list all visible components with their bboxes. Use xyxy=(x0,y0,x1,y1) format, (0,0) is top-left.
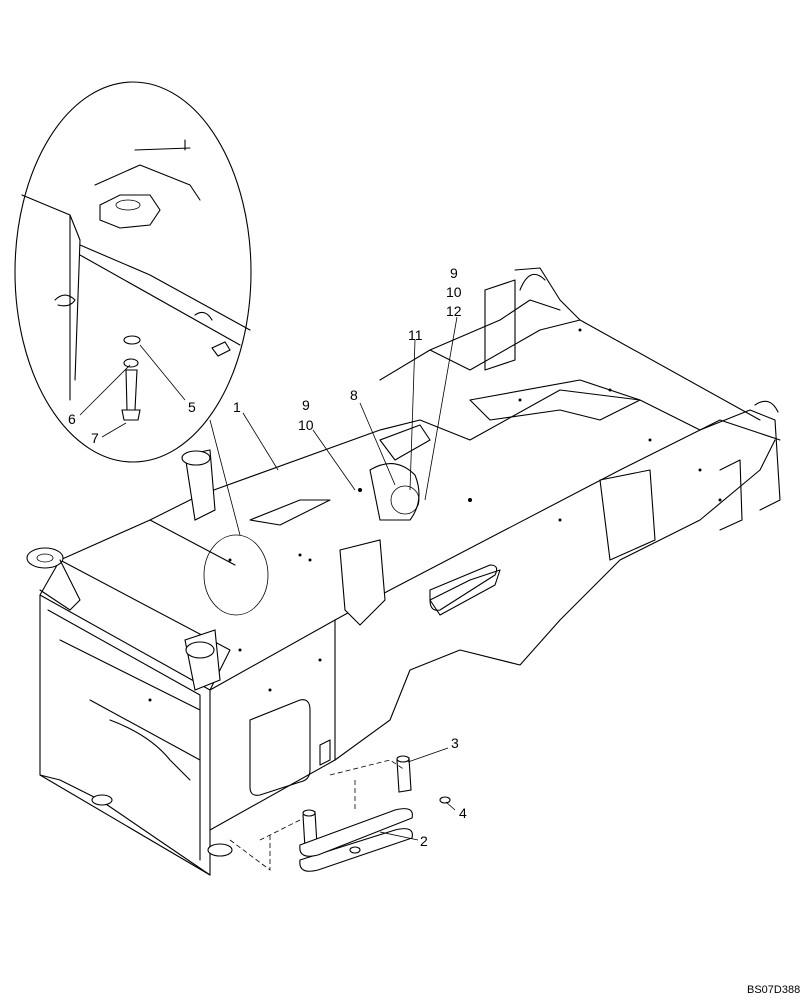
callout-9-top: 9 xyxy=(450,265,458,281)
callout-1: 1 xyxy=(233,399,241,415)
callout-10-left: 10 xyxy=(298,417,314,433)
fastener-holes xyxy=(148,328,722,702)
detail-leader xyxy=(209,419,241,536)
callout-6: 6 xyxy=(68,411,76,427)
main-frame xyxy=(26,267,781,876)
detail-locator-circle xyxy=(203,534,269,616)
callout-7: 7 xyxy=(91,430,99,446)
callout-11: 11 xyxy=(408,327,423,343)
drawing-code: BS07D388 xyxy=(747,984,800,996)
callout-5: 5 xyxy=(188,399,196,415)
callout-8: 8 xyxy=(350,387,358,403)
callout-12: 12 xyxy=(446,303,462,319)
callout-3: 3 xyxy=(451,735,459,751)
callout-10-top: 10 xyxy=(446,284,462,300)
callout-2: 2 xyxy=(420,833,428,849)
detail-ellipse xyxy=(14,81,252,463)
callout-4: 4 xyxy=(459,805,467,821)
callout-9-left: 9 xyxy=(302,397,310,413)
callout-labels: 1 2 3 4 5 6 7 8 9 10 12 11 9 10 xyxy=(68,265,467,849)
leader-lines xyxy=(79,316,458,841)
link-assembly xyxy=(229,755,451,872)
